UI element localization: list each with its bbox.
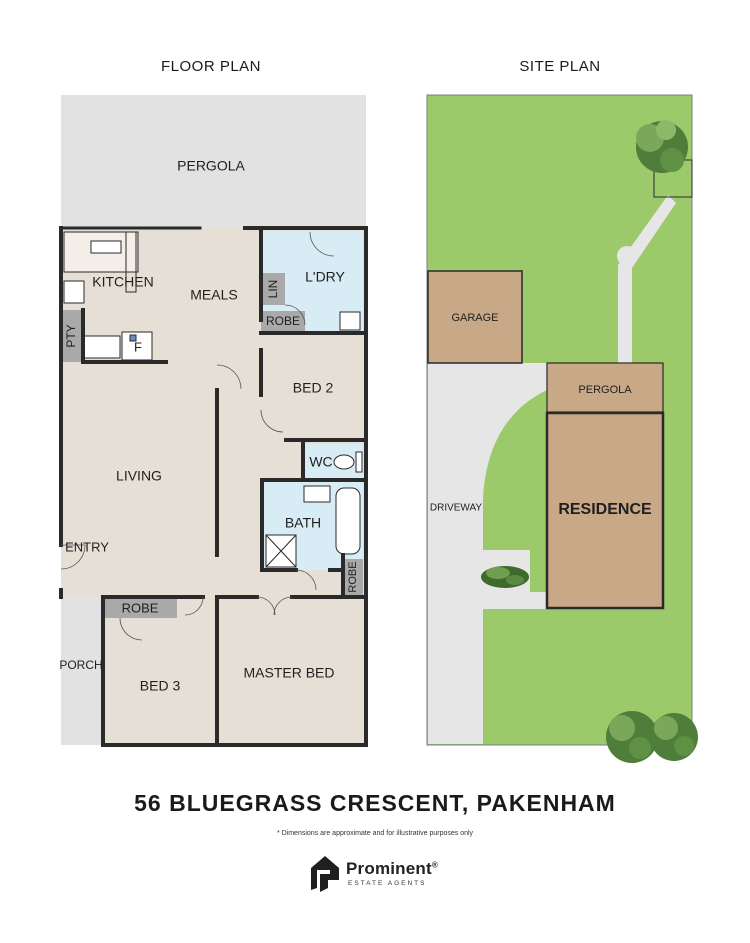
room-label-laundry: L'DRY: [305, 269, 345, 285]
room-label-fridge: F: [134, 339, 142, 354]
floor-plan: PERGOLA KITCHEN MEALS L'DRY LIN ROBE PTY…: [59, 95, 368, 747]
door-swings: [60, 231, 335, 641]
room-label-meals: MEALS: [190, 287, 237, 303]
room-label-living: LIVING: [116, 468, 162, 484]
site-label-driveway: DRIVEWAY: [430, 503, 483, 514]
walls: [59, 226, 368, 747]
site-plan-title: SITE PLAN: [519, 58, 601, 75]
shrub-icon: [481, 566, 529, 588]
room-label-bed-3: BED 3: [140, 678, 181, 694]
room-label-robe-bed3: ROBE: [122, 600, 159, 615]
site-plan: GARAGE PERGOLA DRIVEWAY RESIDENCE: [426, 94, 698, 763]
residence-building: [545, 411, 665, 610]
agency-logo: Prominent® ESTATE AGENTS: [308, 850, 458, 894]
house-logo-icon: [311, 856, 339, 892]
tree-icon: [606, 711, 658, 763]
wet-fixtures: [265, 311, 363, 568]
agency-tagline: ESTATE AGENTS: [348, 880, 427, 887]
room-label-kitchen: KITCHEN: [92, 274, 153, 290]
kitchen-fixtures: [63, 231, 153, 361]
room-label-porch: PORCH: [59, 658, 102, 672]
room-label-pantry: PTY: [64, 324, 78, 347]
property-address: 56 BLUEGRASS CRESCENT, PAKENHAM: [134, 790, 616, 816]
robe-block-top: [261, 311, 305, 333]
driveway: [428, 363, 547, 744]
room-label-pergola: PERGOLA: [177, 158, 245, 174]
linen-block: [263, 273, 285, 305]
agency-name: Prominent®: [346, 859, 438, 878]
room-label-entry: ENTRY: [65, 539, 109, 554]
room-label-master-bed: MASTER BED: [243, 665, 334, 681]
dimensions-disclaimer: * Dimensions are approximate and for ill…: [276, 830, 474, 837]
floor-plan-title: FLOOR PLAN: [160, 58, 262, 75]
robe-block-bed3: [105, 598, 177, 618]
tree-icon: [636, 120, 688, 173]
bedroom-wing-floor: [103, 597, 366, 745]
tree-icon: [650, 713, 698, 761]
site-label-pergola: PERGOLA: [578, 384, 632, 396]
porch-area: [61, 597, 103, 745]
room-label-robe-top: ROBE: [266, 314, 300, 328]
room-label-bed-2: BED 2: [293, 380, 334, 396]
room-label-robe-master: ROBE: [347, 561, 359, 592]
pantry-block: [61, 310, 83, 362]
path-node: [617, 246, 637, 266]
room-label-bath: BATH: [285, 515, 321, 531]
site-label-garage: GARAGE: [451, 312, 498, 324]
room-label-wc: WC: [309, 454, 332, 470]
pergola-area: [61, 95, 366, 228]
room-label-linen: LIN: [266, 280, 280, 299]
site-pergola: [546, 362, 664, 413]
garden-path: [618, 195, 676, 363]
garage-building: [427, 270, 523, 364]
robe-block-master: [343, 559, 363, 595]
site-label-residence: RESIDENCE: [558, 501, 652, 518]
